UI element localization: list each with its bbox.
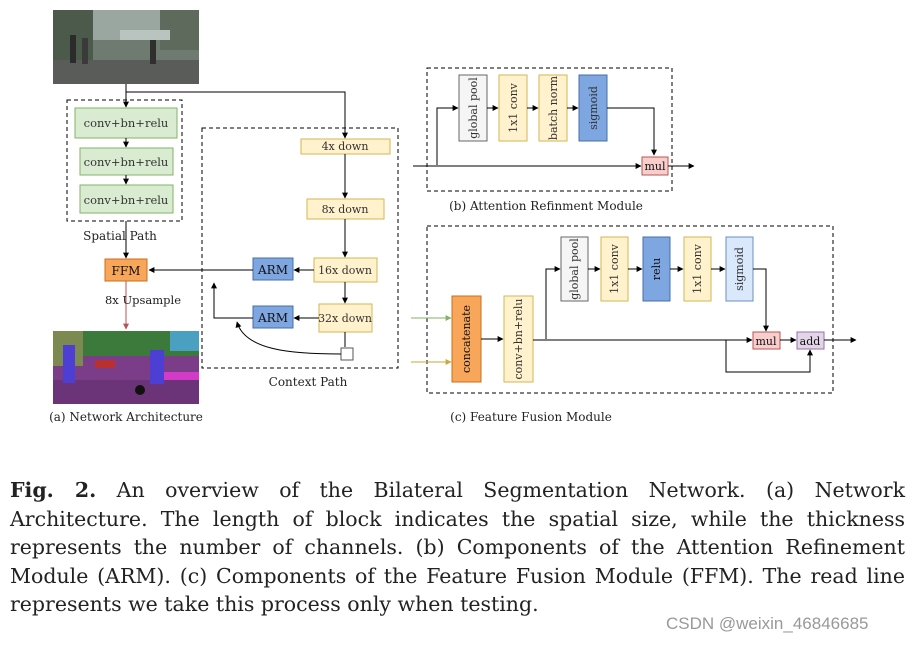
panel-a-caption: (a) Network Architecture — [49, 410, 203, 424]
context-block-4x-label: 4x down — [322, 140, 369, 153]
ffm-sigmoid-label: sigmoid — [733, 247, 746, 291]
context-block-8x: 8x down — [306, 198, 385, 220]
arm-conv: 1x1 conv — [498, 74, 528, 142]
context-block-16x-label: 16x down — [318, 264, 372, 277]
context-block-8x-label: 8x down — [322, 203, 369, 216]
ffm-global-pool-label: global pool — [568, 238, 581, 300]
arm-global-pool: global pool — [458, 74, 488, 142]
arm-block-1-label: ARM — [257, 263, 288, 277]
arm-block-2-label: ARM — [257, 311, 288, 325]
ffm-concatenate-label: concatenate — [460, 305, 473, 373]
arm-block-1: ARM — [252, 257, 294, 281]
ffm-module-box — [426, 225, 834, 394]
context-block-32x: 32x down — [318, 303, 373, 333]
ffm-concatenate: concatenate — [451, 295, 482, 383]
ffm-add-label: add — [800, 335, 821, 348]
panel-c-caption: (c) Feature Fusion Module — [450, 410, 612, 424]
ffm-mul: mul — [752, 331, 781, 350]
figure-caption-label: Fig. 2. — [10, 478, 97, 502]
arm-module-box — [426, 67, 673, 192]
context-path-label: Context Path — [269, 375, 348, 389]
context-block-16x: 16x down — [313, 257, 378, 283]
ffm-conv-1: 1x1 conv — [600, 236, 629, 302]
spatial-path-box — [66, 99, 183, 222]
ffm-relu: relu — [642, 236, 671, 302]
arm-conv-label: 1x1 conv — [507, 82, 520, 133]
output-segmentation-image — [53, 331, 199, 404]
spatial-block-3: conv+bn+relu — [79, 184, 174, 214]
ffm-sigmoid: sigmoid — [725, 236, 754, 302]
upsample-label: 8x Upsample — [105, 293, 181, 307]
context-block-32x-label: 32x down — [318, 312, 372, 325]
spatial-block-2: conv+bn+relu — [79, 147, 174, 176]
ffm-conv-1-label: 1x1 conv — [608, 243, 621, 294]
arm-block-2: ARM — [252, 305, 294, 329]
arm-sigmoid: sigmoid — [578, 74, 608, 142]
context-block-4x: 4x down — [300, 138, 391, 155]
arm-sigmoid-label: sigmoid — [587, 86, 600, 130]
ffm-relu-label: relu — [650, 258, 663, 280]
ffm-block-label: FFM — [112, 264, 141, 278]
ffm-global-pool: global pool — [560, 236, 589, 302]
figure-caption: Fig. 2. An overview of the Bilateral Seg… — [10, 476, 905, 619]
ffm-conv-bn-relu: conv+bn+relu — [503, 295, 534, 383]
ffm-conv-2-label: 1x1 conv — [691, 243, 704, 294]
spatial-block-2-label: conv+bn+relu — [84, 155, 169, 169]
arm-global-pool-label: global pool — [467, 77, 480, 139]
ffm-mul-label: mul — [755, 335, 777, 348]
spatial-block-3-label: conv+bn+relu — [84, 193, 169, 207]
ffm-block: FFM — [104, 258, 148, 282]
ffm-conv-bn-relu-label: conv+bn+relu — [512, 298, 525, 379]
arm-batch-norm: batch norm — [538, 74, 568, 142]
spatial-path-label: Spatial Path — [83, 229, 157, 243]
figure-caption-text: An overview of the Bilateral Segmentatio… — [10, 478, 905, 616]
arm-mul: mul — [641, 156, 669, 176]
arm-mul-label: mul — [644, 160, 666, 173]
spatial-block-1: conv+bn+relu — [74, 107, 178, 139]
ffm-conv-2: 1x1 conv — [683, 236, 712, 302]
input-image — [53, 10, 199, 84]
arm-batch-norm-label: batch norm — [547, 75, 560, 140]
spatial-block-1-label: conv+bn+relu — [84, 116, 169, 130]
watermark: CSDN @weixin_46846685 — [666, 614, 869, 633]
figure-diagram: conv+bn+relu conv+bn+relu conv+bn+relu S… — [49, 10, 857, 424]
context-path-box — [201, 127, 399, 369]
global-pool-node — [340, 347, 354, 361]
ffm-add: add — [796, 331, 825, 350]
panel-b-caption: (b) Attention Refinment Module — [449, 199, 643, 213]
